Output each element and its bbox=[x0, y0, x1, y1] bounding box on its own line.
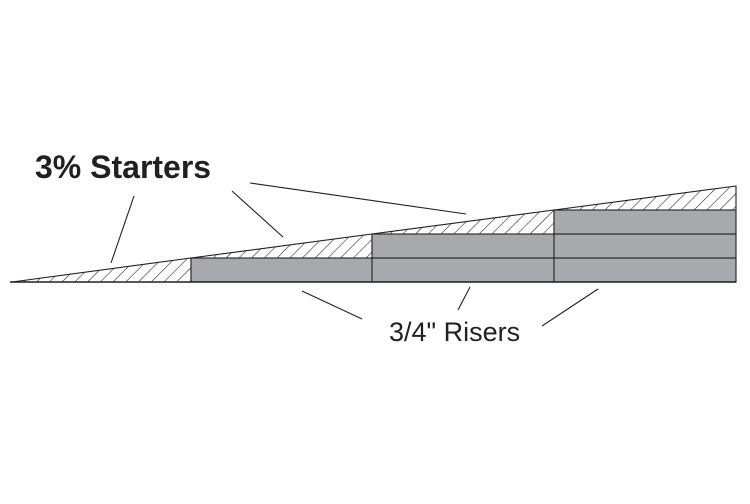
starter-wedge-4 bbox=[553, 185, 737, 211]
riser-block-3 bbox=[553, 209, 737, 235]
starters-leader-2 bbox=[231, 190, 284, 238]
starter-wedge-1 bbox=[11, 257, 192, 283]
risers-leader-2 bbox=[457, 286, 471, 311]
risers-leader-3 bbox=[541, 288, 599, 327]
starters-label: 3% Starters bbox=[35, 149, 211, 185]
risers-label: 3/4" Risers bbox=[389, 317, 520, 347]
starters-leader-1 bbox=[110, 195, 135, 264]
starter-wedge-2 bbox=[190, 233, 373, 259]
starters-leader-3 bbox=[249, 182, 467, 215]
risers-leader-1 bbox=[301, 290, 363, 320]
riser-block-1 bbox=[190, 257, 737, 283]
